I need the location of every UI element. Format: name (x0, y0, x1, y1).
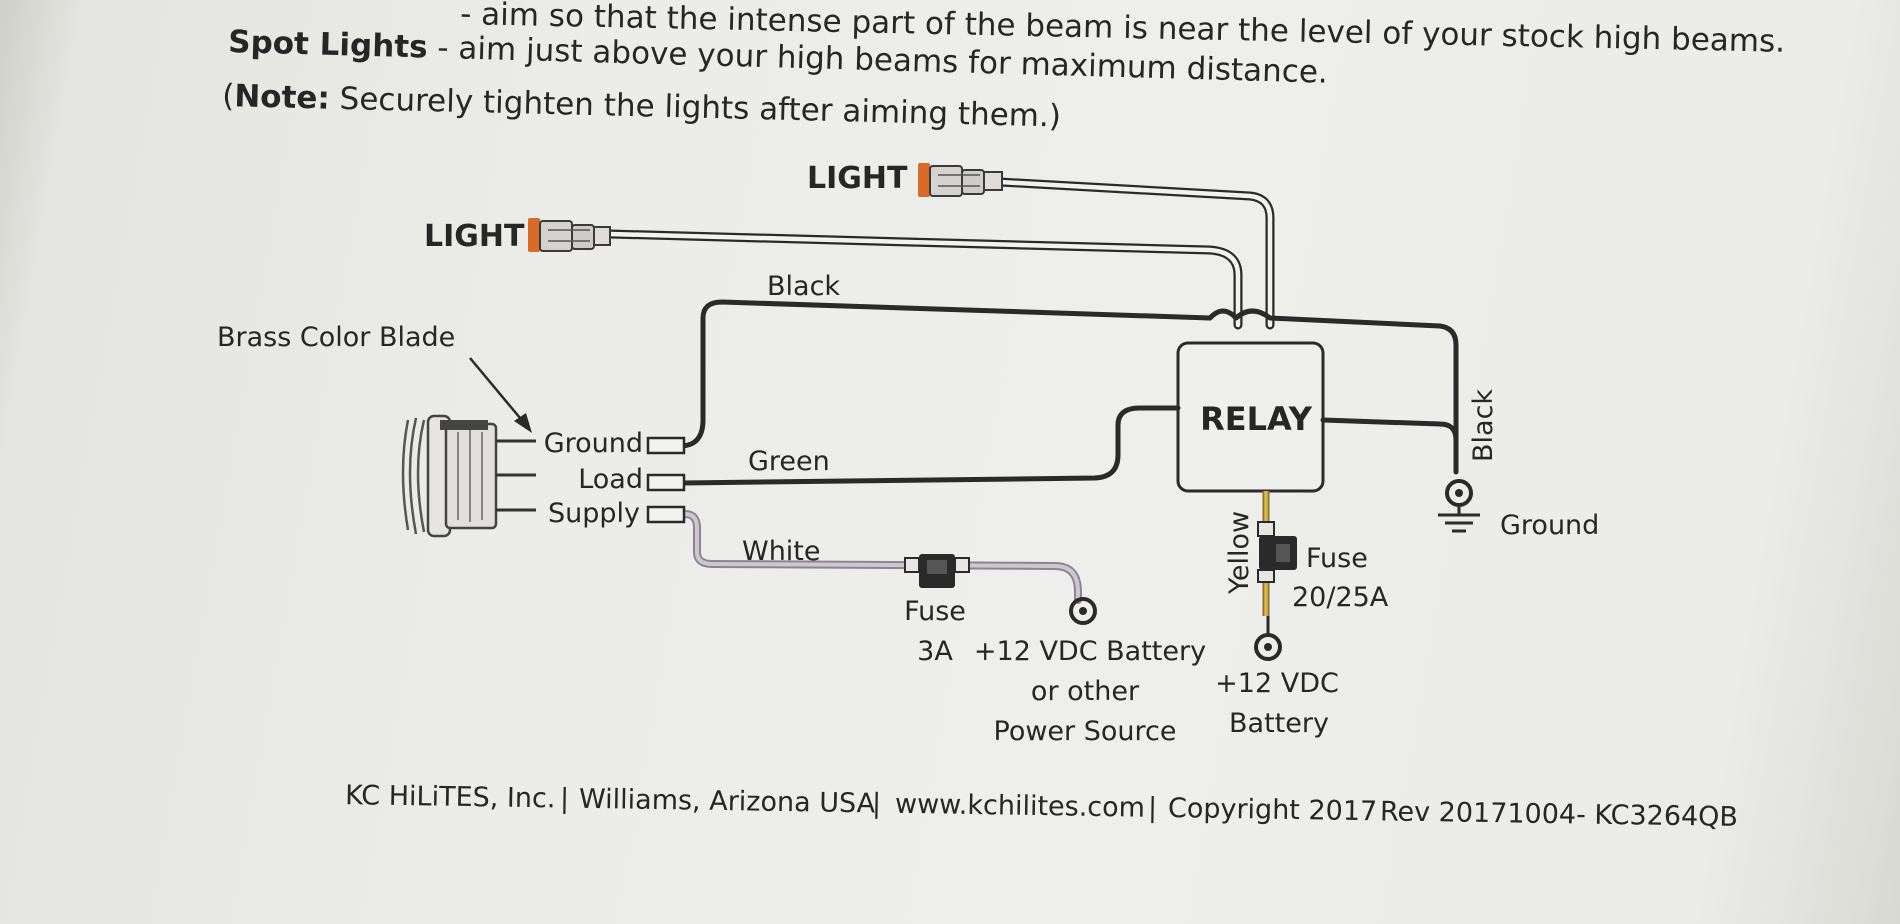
footer-copyright: Copyright 2017 (1168, 793, 1378, 827)
wire-label-yellow: Yellow (1224, 511, 1255, 595)
footer-website: www.kchilites.com (895, 789, 1145, 824)
relay-label: RELAY (1200, 400, 1313, 438)
terminal-supply-label: Supply (548, 498, 640, 529)
fuse-20-25a-name: Fuse (1306, 543, 1368, 574)
light-harness-wires (605, 177, 1275, 330)
light-connector-left (528, 218, 611, 252)
fuse-3a-name: Fuse (904, 596, 966, 627)
battery-2-line-1: +12 VDC (1215, 668, 1339, 699)
light-label-top: LIGHT (807, 161, 908, 196)
relay: RELAY (1176, 341, 1325, 493)
light-label-left: LIGHT (424, 219, 525, 254)
fuse-20-25a-rating: 20/25A (1292, 582, 1389, 613)
terminal-load (646, 473, 686, 492)
svg-text:|: | (1148, 793, 1158, 824)
rocker-switch (401, 414, 536, 538)
brass-blade-arrow (469, 357, 532, 433)
light-connector-top (918, 163, 1003, 197)
spot-lights-label: Spot Lights (228, 24, 428, 66)
instruction-line-3: (Note: Securely tighten the lights after… (222, 78, 1062, 134)
terminal-ground-label: Ground (544, 428, 643, 459)
terminal-ground (646, 436, 686, 455)
footer-company: KC HiLiTES, Inc. (345, 780, 556, 814)
footer: KC HiLiTES, Inc. | Williams, Arizona USA… (345, 780, 1738, 833)
terminal-load-label: Load (578, 464, 643, 495)
wire-black-relay-ground (1320, 417, 1459, 443)
ground-label: Ground (1500, 510, 1599, 541)
instructions: - aim so that the intense part of the be… (222, 0, 1786, 134)
note-label: Note: (234, 78, 330, 116)
footer-location: Williams, Arizona USA (579, 784, 876, 820)
wire-green-load (680, 405, 1181, 486)
brass-color-blade-label: Brass Color Blade (217, 322, 455, 353)
fuse-20-25a (1257, 521, 1297, 583)
wire-label-white: White (742, 536, 821, 567)
wire-black-ground (677, 299, 1459, 475)
battery-1-line-2: or other (1031, 676, 1140, 707)
battery-1-line-3: Power Source (994, 716, 1177, 747)
fuse-3a (904, 554, 970, 588)
wire-label-black-top: Black (767, 271, 840, 302)
fuse-3a-rating: 3A (917, 636, 953, 667)
footer-revision: Rev 20171004- KC3264QB (1380, 796, 1738, 833)
svg-text:|: | (872, 788, 882, 819)
battery-2-line-2: Battery (1229, 708, 1329, 739)
battery-terminal-1 (1069, 597, 1097, 625)
battery-1-line-1: +12 VDC Battery (974, 636, 1206, 667)
battery-terminal-2 (1254, 616, 1282, 661)
terminal-supply (646, 505, 686, 524)
ground-symbol (1438, 479, 1480, 533)
note-text: Securely tighten the lights after aiming… (329, 81, 1061, 135)
wire-label-green: Green (748, 446, 830, 477)
wire-label-black-right: Black (1468, 389, 1499, 462)
svg-text:|: | (560, 783, 570, 814)
